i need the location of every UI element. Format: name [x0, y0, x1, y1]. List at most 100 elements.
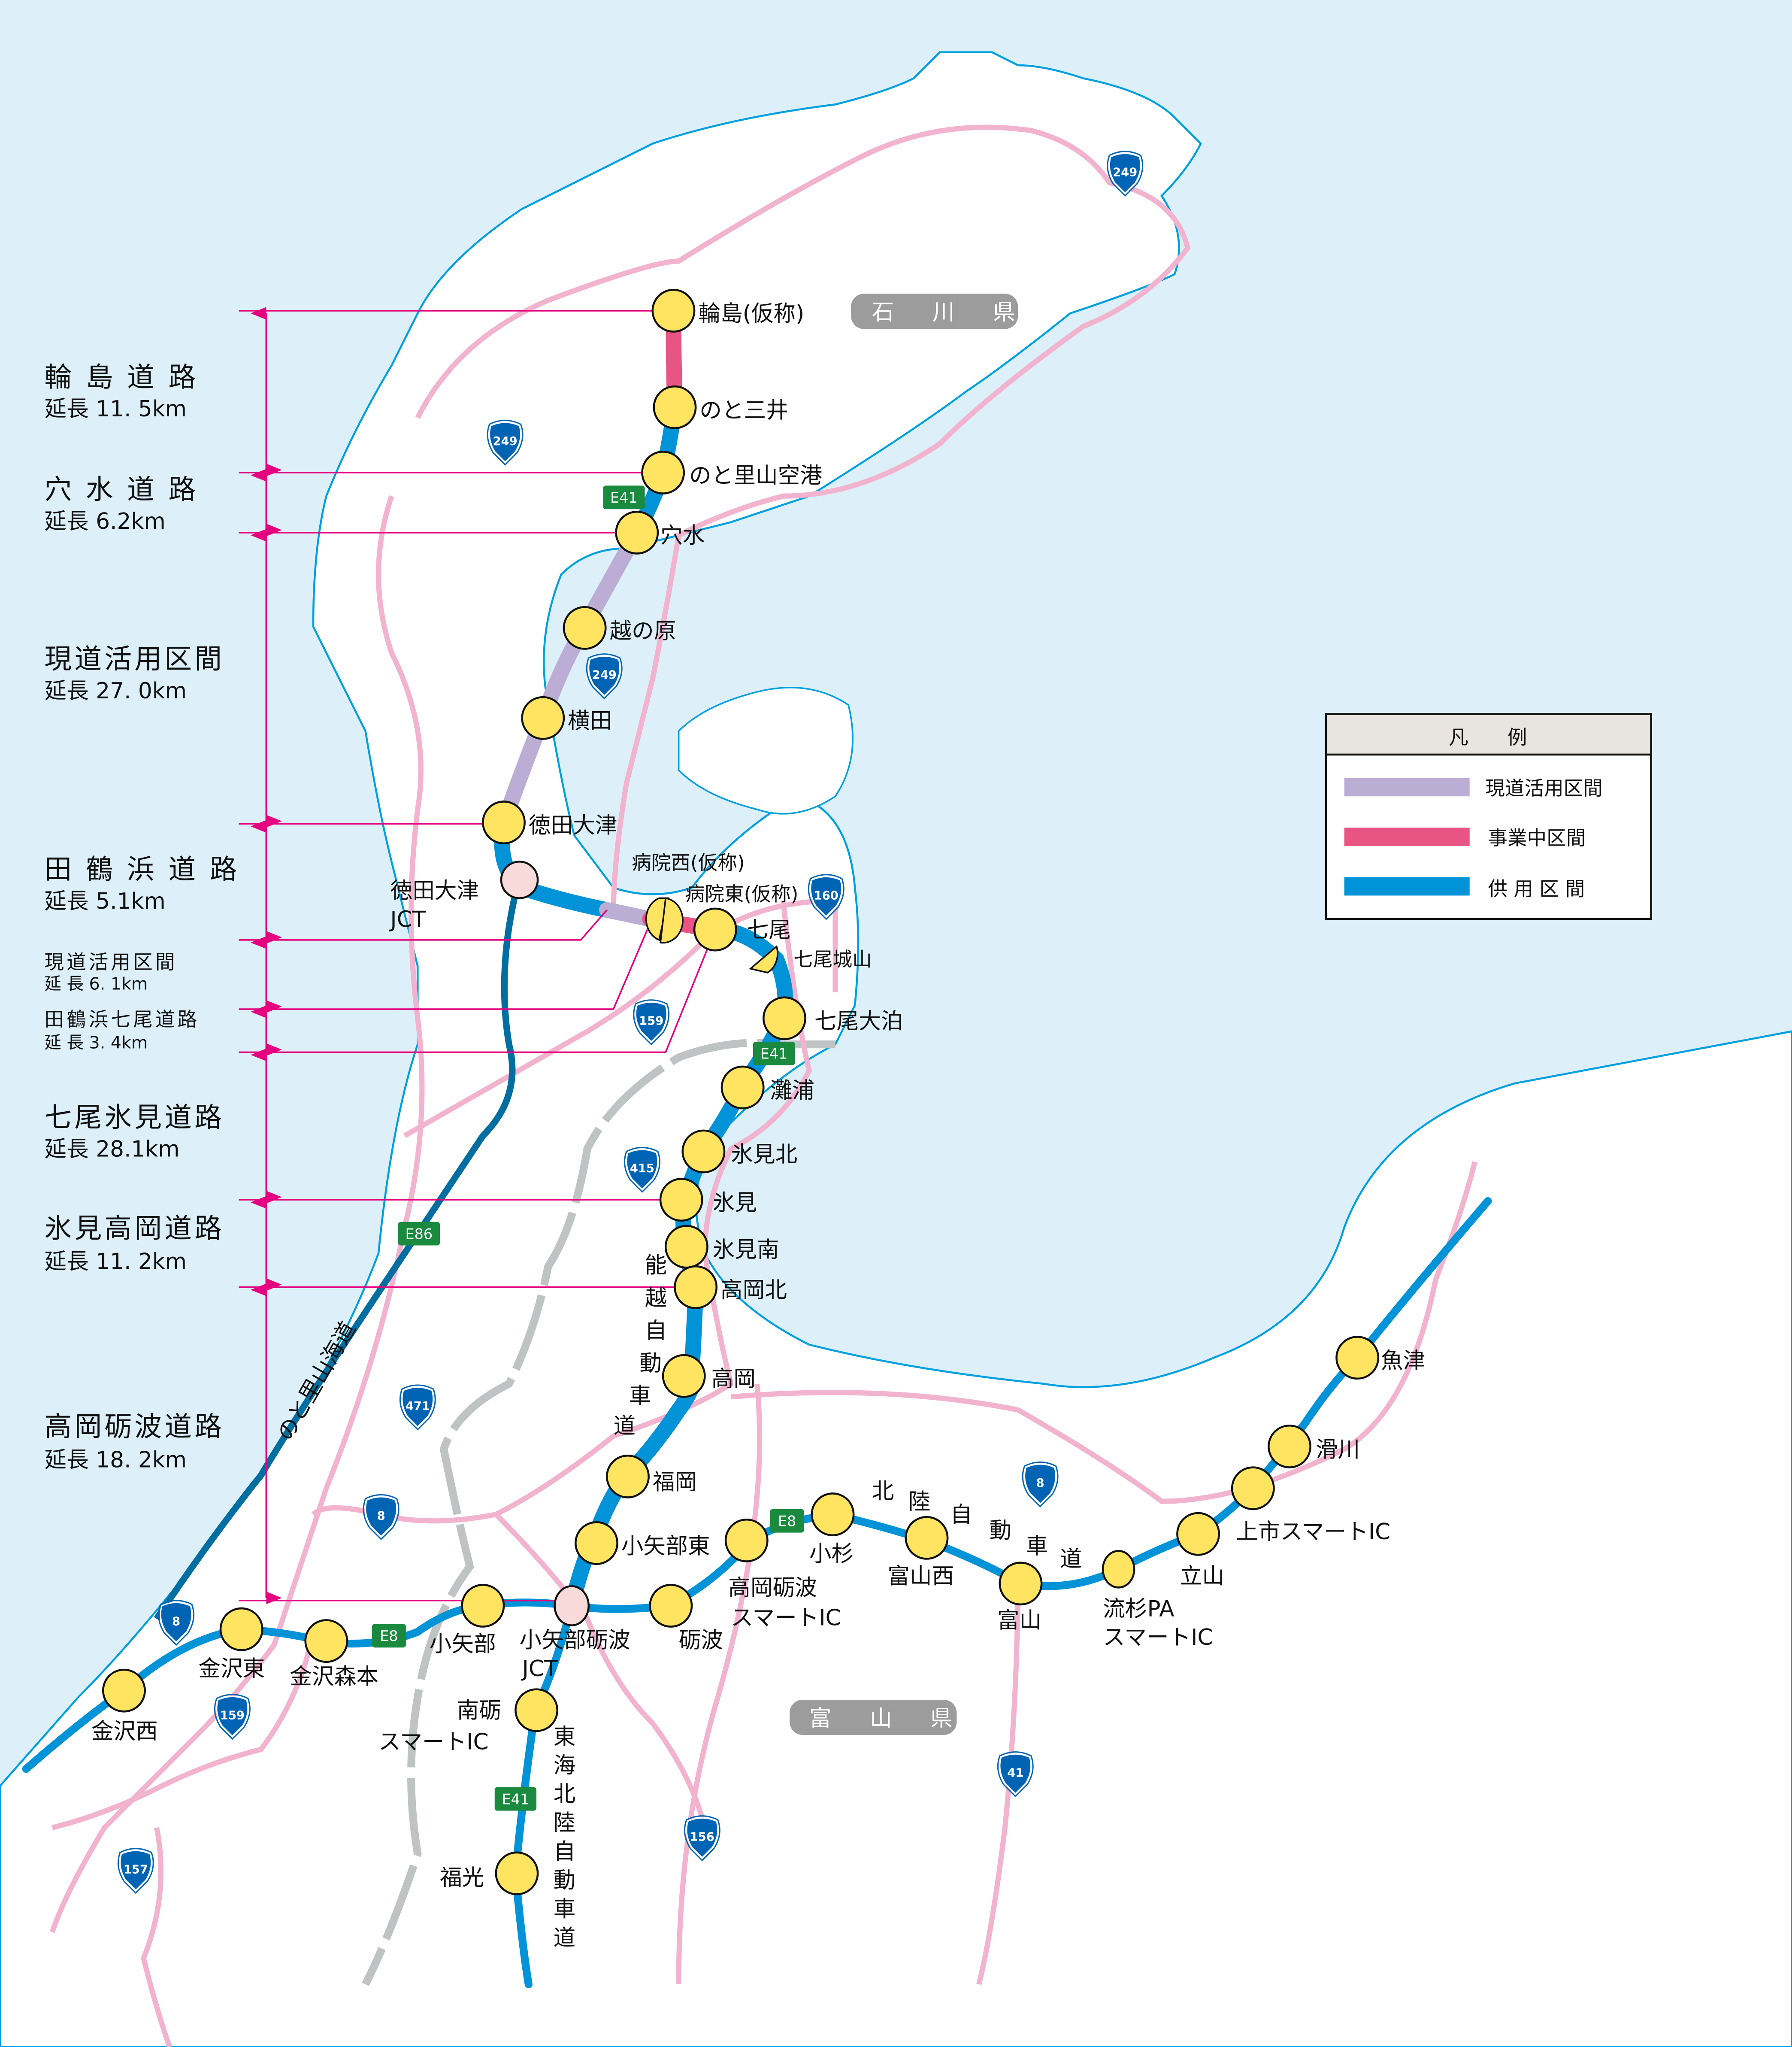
- route-249-shield: 249: [586, 653, 623, 699]
- ic-label: 福岡: [653, 1469, 697, 1495]
- svg-text:415: 415: [630, 1162, 654, 1175]
- section-takaoka-tonami: 高岡砺波道路 延長 18. 2km: [44, 1411, 222, 1473]
- e41-shield: E41: [753, 1042, 795, 1065]
- ic-kamiichi-marker: [1232, 1468, 1274, 1509]
- svg-text:海: 海: [554, 1753, 576, 1778]
- legend: 凡 例 現道活用区間 事業中区間 供 用 区 間: [1325, 713, 1652, 920]
- svg-text:陸: 陸: [554, 1810, 576, 1836]
- section-anamizu: 穴 水 道 路 延長 6.2km: [44, 474, 196, 534]
- route-156-shield: 156: [684, 1815, 720, 1861]
- ic-toyama-marker: [1000, 1563, 1041, 1604]
- ic-byoin-marker: [645, 897, 684, 944]
- svg-text:能: 能: [645, 1252, 667, 1278]
- ic-yokota-marker: [522, 697, 564, 739]
- legend-swatch-existing-road: [1344, 778, 1470, 797]
- ic-label: 上市スマートIC: [1236, 1519, 1390, 1545]
- svg-text:159: 159: [220, 1709, 245, 1723]
- ic-nanao-otomari-marker: [763, 998, 805, 1039]
- legend-title: 凡 例: [1449, 726, 1527, 749]
- svg-text:249: 249: [493, 435, 518, 448]
- route-160-shield: 160: [808, 874, 845, 920]
- section-length: 延 長 3. 4km: [44, 1033, 148, 1052]
- section-length: 延長 11. 5km: [44, 396, 187, 422]
- ic-kanazawa-morimoto-marker: [306, 1620, 347, 1662]
- section-name: 現道活用区間: [44, 643, 224, 675]
- ic-tonami-marker: [650, 1585, 692, 1626]
- route-shields: 249 249 249 160 159 415 471 8 8 8 159 41…: [117, 151, 1144, 1894]
- ic-label: 高岡砺波: [728, 1575, 817, 1601]
- ic-label: 富山西: [887, 1563, 954, 1589]
- ic-label: 越の原: [609, 618, 676, 644]
- ic-label: 七尾: [747, 917, 791, 943]
- svg-text:北: 北: [554, 1781, 576, 1807]
- ic-label: 小矢部砺波: [520, 1627, 630, 1653]
- ic-label: スマートIC: [1103, 1625, 1213, 1650]
- ic-label: 穴水: [660, 523, 705, 549]
- svg-text:8: 8: [172, 1615, 180, 1629]
- ic-himi-kita-marker: [683, 1131, 724, 1172]
- svg-text:E8: E8: [380, 1628, 398, 1644]
- e41-shield: E41: [494, 1787, 537, 1811]
- ic-label: のと三井: [699, 397, 788, 423]
- ic-label: 横田: [568, 708, 612, 734]
- svg-text:北: 北: [872, 1479, 894, 1504]
- ic-label: 富山: [997, 1608, 1041, 1634]
- svg-text:E86: E86: [405, 1225, 433, 1242]
- svg-text:159: 159: [639, 1015, 663, 1028]
- jct-tokudaotsu-marker: [500, 861, 539, 899]
- ic-airport-marker: [642, 452, 684, 493]
- ic-nanao-joyama-marker: [748, 945, 778, 973]
- ic-wajima-marker: [653, 290, 694, 331]
- svg-text:249: 249: [1113, 166, 1137, 179]
- ic-kanazawa-higashi-marker: [221, 1608, 262, 1650]
- svg-text:E41: E41: [502, 1791, 530, 1807]
- section-name: 田 鶴 浜 道 路: [44, 854, 239, 886]
- svg-text:動: 動: [639, 1351, 662, 1377]
- svg-text:157: 157: [124, 1863, 148, 1876]
- section-name: 七尾氷見道路: [44, 1102, 224, 1134]
- ic-himi-marker: [660, 1179, 702, 1220]
- tokai-hokuriku-expressway-label: 東 海 北 陸 自 動 車 道: [554, 1724, 576, 1950]
- ic-label: スマートIC: [378, 1729, 489, 1755]
- section-labels: 輪 島 道 路 延長 11. 5km 穴 水 道 路 延長 6.2km 現道活用…: [44, 361, 239, 1473]
- route-8-shield: 8: [158, 1600, 195, 1646]
- ic-label: 福光: [440, 1865, 484, 1891]
- ic-nadaura-marker: [722, 1067, 763, 1108]
- interchange-labels: 輪島(仮称) のと三井 のと里山空港 穴水 越の原 横田 徳田大津 徳田大津 J…: [91, 301, 1425, 1891]
- noetsu-expressway-label: 能 越 自 動 車 道: [614, 1252, 667, 1439]
- ic-label: 金沢西: [91, 1719, 158, 1744]
- ic-notomitsui-marker: [654, 386, 696, 428]
- section-himi-takaoka: 氷見高岡道路 延長 11. 2km: [44, 1213, 222, 1274]
- legend-swatch-open: [1344, 877, 1470, 896]
- legend-label: 事業中区間: [1488, 827, 1586, 849]
- ic-fukumitsu-marker: [496, 1853, 538, 1894]
- route-8-shield: 8: [1022, 1461, 1059, 1507]
- ic-kanazawa-nishi-marker: [103, 1670, 145, 1711]
- ic-label: JCT: [389, 907, 426, 932]
- route-249-shield: 249: [487, 419, 524, 466]
- section-tatsuruhama: 田 鶴 浜 道 路 延長 5.1km: [44, 854, 239, 914]
- section-length: 延長 18. 2km: [44, 1447, 187, 1473]
- ic-label: JCT: [521, 1656, 558, 1682]
- ic-koshinohara-marker: [564, 607, 605, 649]
- route-157-shield: 157: [117, 1848, 154, 1894]
- section-length: 延長 11. 2km: [44, 1249, 187, 1274]
- section-existing-road-1: 現道活用区間 延長 27. 0km: [44, 643, 224, 704]
- dimension-lines: [239, 307, 716, 1604]
- ic-label: 七尾城山: [793, 948, 872, 971]
- section-wajima: 輪 島 道 路 延長 11. 5km: [44, 361, 196, 422]
- ic-label: 七尾大泊: [814, 1009, 903, 1034]
- route-249-shield: 249: [1107, 151, 1144, 197]
- ic-label: 徳田大津: [529, 813, 618, 838]
- pref-badge-ishikawa: 石 川 県: [851, 294, 1018, 329]
- ic-label: 小矢部東: [621, 1533, 710, 1559]
- ic-label: 病院東(仮称): [685, 883, 799, 906]
- ic-toyama-nishi-marker: [906, 1517, 947, 1559]
- section-length: 延 長 6. 1km: [44, 974, 148, 994]
- other-roads: [362, 1039, 835, 1986]
- e8-shield: E8: [372, 1624, 406, 1648]
- section-length: 延長 5.1km: [44, 889, 165, 914]
- expressway-shields: E41 E41 E41 E86 E8 E8: [372, 485, 804, 1811]
- ic-nagaresugi-marker: [1102, 1550, 1135, 1589]
